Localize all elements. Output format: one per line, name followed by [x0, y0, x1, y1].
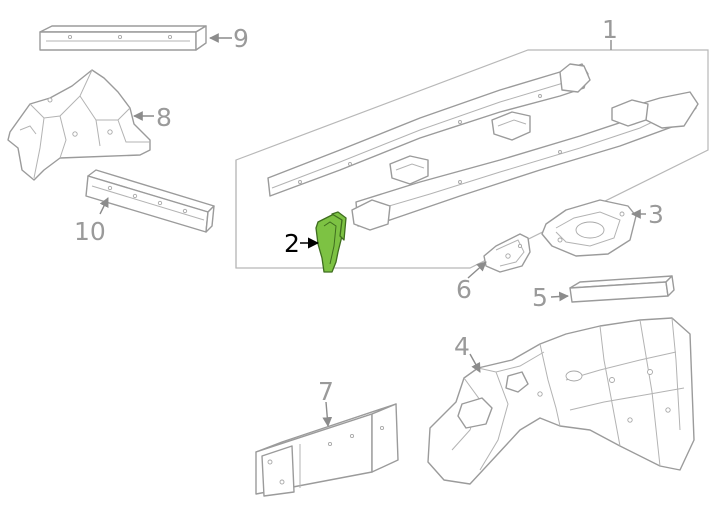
callout-5[interactable]: 5 [532, 283, 548, 312]
part-2-highlighted-bracket[interactable] [315, 211, 347, 273]
part-10-cross-rail[interactable] [85, 169, 215, 233]
callout-8[interactable]: 8 [156, 103, 172, 132]
part-6-small-bracket[interactable] [483, 233, 531, 273]
callout-7[interactable]: 7 [318, 377, 334, 406]
callout-2[interactable]: 2 [284, 229, 300, 258]
leader-lines [99, 33, 646, 427]
part-4-wheelhouse-assembly[interactable] [427, 317, 695, 485]
leader-10 [99, 197, 109, 215]
callout-1[interactable]: 1 [602, 15, 618, 44]
callouts: 1 2 3 4 5 6 7 8 9 10 [74, 15, 664, 406]
part-7-box-beam[interactable] [255, 403, 399, 497]
callout-10[interactable]: 10 [74, 217, 106, 246]
part-5-bar[interactable] [569, 275, 675, 303]
callout-6[interactable]: 6 [456, 275, 472, 304]
leader-4 [469, 353, 481, 373]
part-1-frame-assembly[interactable] [235, 49, 709, 269]
part-8-wheelhouse-bracket[interactable] [7, 69, 151, 181]
callout-9[interactable]: 9 [233, 24, 249, 53]
leader-5 [550, 291, 569, 302]
callout-4[interactable]: 4 [454, 332, 470, 361]
leader-7 [322, 401, 333, 427]
callout-3[interactable]: 3 [648, 200, 664, 229]
leader-6 [467, 261, 487, 279]
part-3-mount-bracket[interactable] [541, 199, 637, 257]
part-9-reinforcement-bar[interactable] [39, 25, 207, 51]
